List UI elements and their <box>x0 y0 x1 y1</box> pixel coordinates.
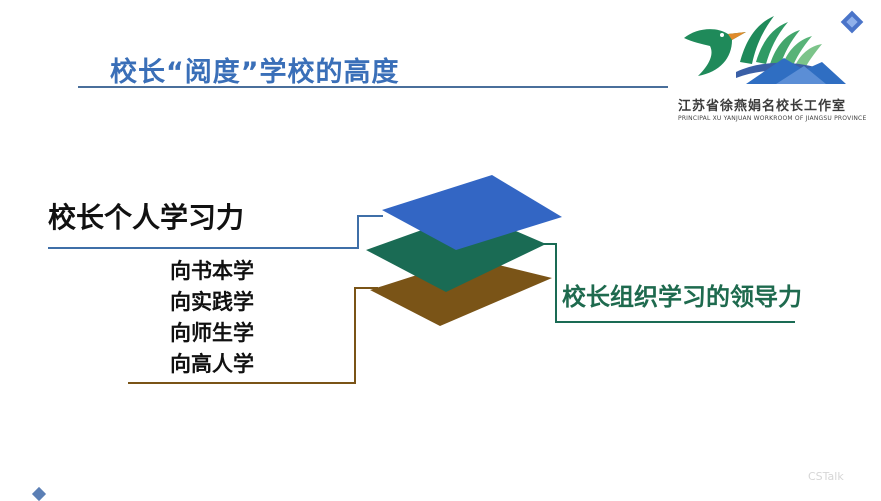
organizational-leadership-heading: 校长组织学习的领导力 <box>562 283 802 311</box>
connector-line-top <box>48 215 383 249</box>
workroom-logo-icon <box>684 16 846 84</box>
workroom-name-en: PRINCIPAL XU YANJUAN WORKROOM OF JIANGSU… <box>678 115 867 122</box>
watermark: CSTalk <box>808 470 844 483</box>
learning-sources-list: 向书本学 向实践学 向师生学 向高人学 <box>170 256 254 380</box>
corner-diamond-icon <box>840 10 864 34</box>
layer-top <box>382 175 562 250</box>
title-underline <box>78 86 668 88</box>
workroom-name: 江苏省徐燕娟名校长工作室 <box>678 99 847 114</box>
connector-line-bottom <box>128 287 378 384</box>
layer-bottom <box>370 258 552 326</box>
slide-title: 校长“阅度”学校的高度 <box>110 57 400 88</box>
principal-personal-learning-heading: 校长个人学习力 <box>48 201 245 234</box>
list-item: 向实践学 <box>170 290 254 314</box>
list-item: 向高人学 <box>170 352 254 376</box>
list-item: 向书本学 <box>170 259 254 283</box>
list-item: 向师生学 <box>170 321 254 345</box>
